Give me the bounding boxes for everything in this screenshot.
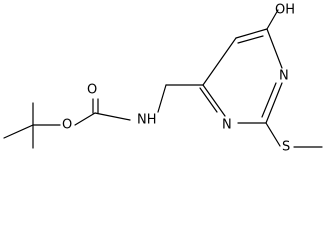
ring-c5-c6-bond: [235, 28, 268, 39]
ring-n3-c4-bond: [202, 84, 226, 117]
ring-n1-c2-bond: [265, 82, 283, 124]
pyrimidine-ring: [199, 28, 283, 124]
ring-nitrogen-lower-label: N: [222, 118, 232, 133]
ring-n1-c2-inner-bond: [261, 82, 277, 118]
amine-label: NH: [137, 113, 157, 128]
ring-substituents: [265, 9, 323, 148]
tbu-methyl-left-bond: [3, 124, 34, 139]
nh-to-ch2-bond: [157, 84, 167, 113]
carbamate-group: [74, 98, 131, 126]
carbonyl-c-to-nh-bond: [94, 112, 131, 121]
ring-nitrogen-upper-label: N: [279, 69, 289, 84]
hydroxyl-label: OH: [275, 3, 295, 18]
ring-n3-c4-inner-bond: [199, 87, 218, 113]
ring-c6-n1-bond: [266, 28, 283, 69]
methylene-linker: [157, 84, 204, 113]
carbonyl-oxygen-label: O: [87, 83, 97, 98]
c6-to-oh-bond: [266, 9, 279, 30]
ring-c4-c5-bond: [202, 37, 237, 86]
ring-c5-c6-inner-bond: [237, 35, 264, 44]
tert-butyl-group: [3, 102, 61, 149]
molecule-structure-diagram: OH N N S NH O O: [3, 3, 323, 155]
sulfur-label: S: [282, 140, 290, 155]
ester-oxygen-label: O: [62, 118, 72, 133]
ester-o-to-carbonyl-c-bond: [74, 112, 96, 126]
c2-to-s-bond: [265, 122, 281, 147]
